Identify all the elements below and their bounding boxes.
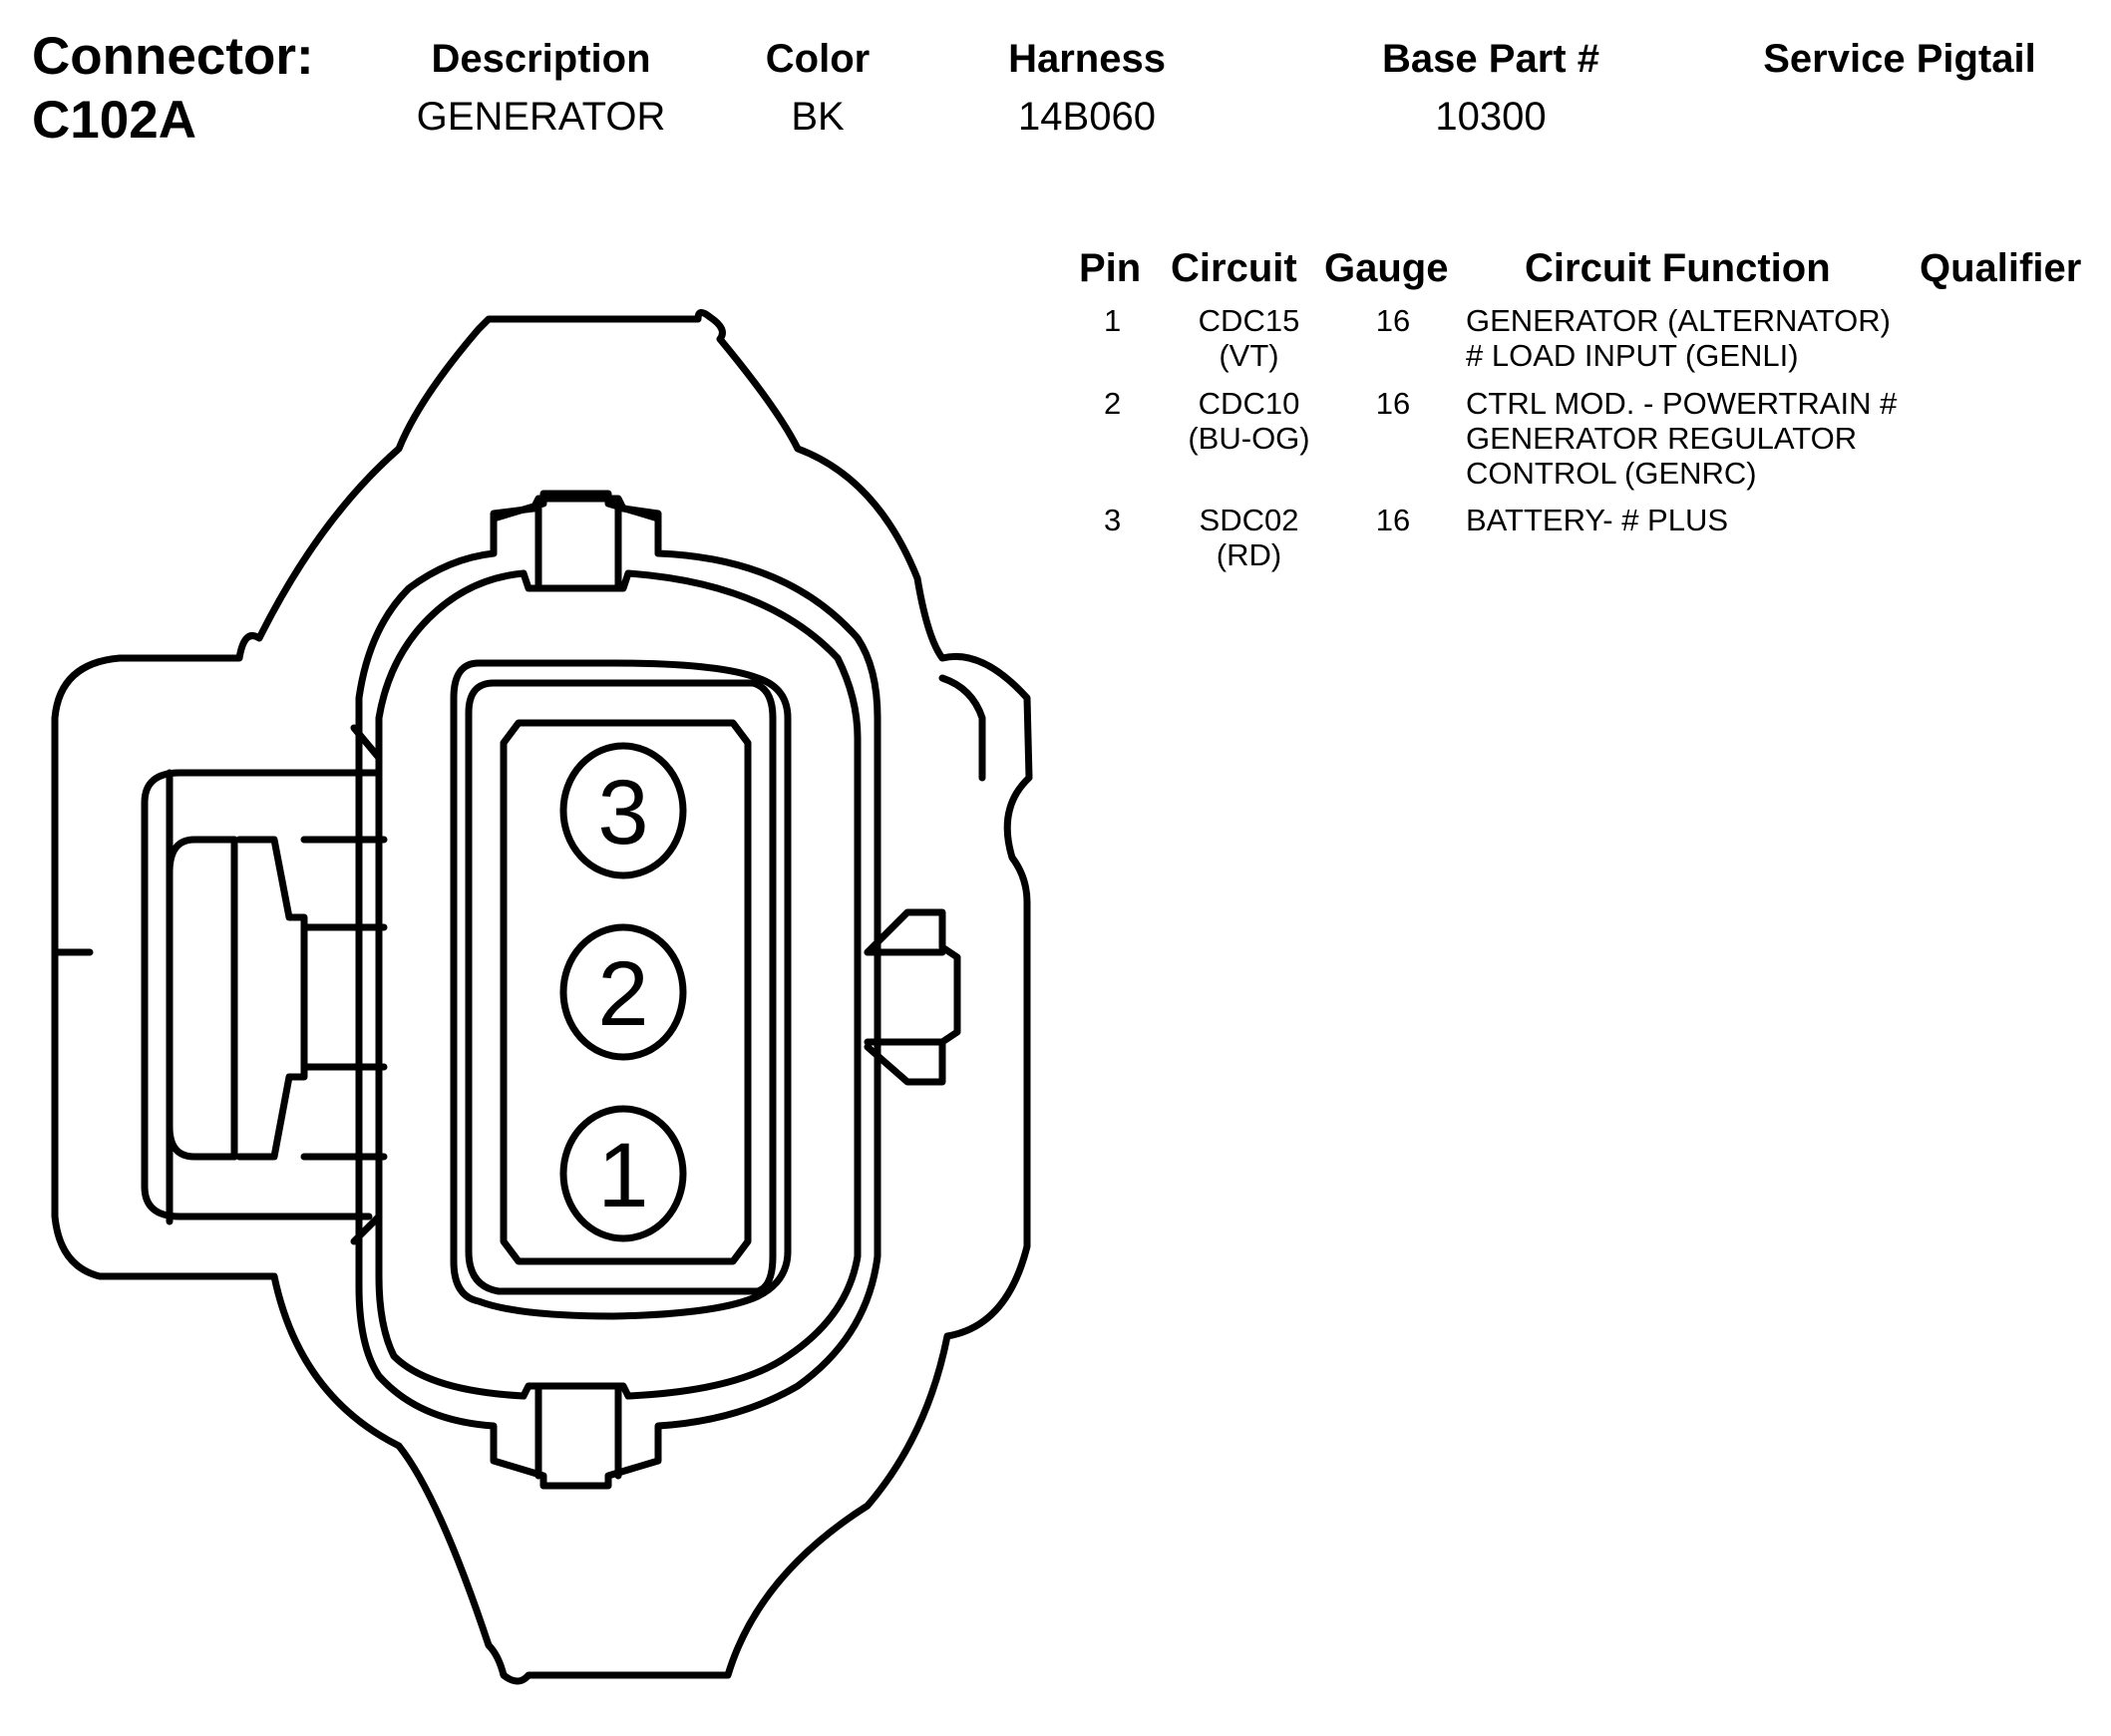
housing-outline [51,309,1033,1685]
gauge-value: 16 [1375,303,1411,338]
circuit-id: SDC02 [1199,503,1299,537]
service-pigtail-heading: Service Pigtail [1763,37,2036,81]
pin-number: 1 [1104,303,1122,338]
right-tab [864,908,961,1086]
service-pigtail-value [1735,94,2064,140]
color-column: Color BK [738,36,897,140]
description-column: Description GENERATOR [399,36,683,140]
circuit-heading: Circuit [1171,246,1297,290]
latch-frame [141,769,383,1220]
pin-number: 3 [1104,503,1122,537]
color-heading: Color [765,37,871,81]
connector-label: Connector: [32,27,314,86]
qualifier-heading: Qualifier [1920,246,2082,290]
wire-color: (RD) [1216,537,1282,572]
cavity-frame-outer [450,659,792,1320]
shroud-inner [375,569,862,1400]
pin-heading: Pin [1079,246,1142,290]
cavity-1-circle [559,1105,687,1242]
connector-face-diagram: 3 2 1 [0,289,1047,1715]
latch-taper [235,836,308,1161]
circuit-cell: CDC10 (BU-OG) [1157,386,1341,456]
top-tab [490,495,662,557]
gauge-heading: Gauge [1324,246,1449,290]
base-part-heading: Base Part # [1382,37,1599,81]
cavity-frame-inner [500,719,752,1265]
latch-body [166,836,238,1161]
bottom-tab-inner [534,1382,622,1480]
circuit-function: GENERATOR (ALTERNATOR) # LOAD INPUT (GEN… [1466,303,1964,373]
base-part-column: Base Part # 10300 [1356,36,1625,140]
cavity-2-circle [559,923,687,1061]
service-pigtail-column: Service Pigtail [1735,36,2064,140]
housing-right-bump [938,674,986,782]
circuit-function-heading: Circuit Function [1525,246,1831,290]
connector-drawing: 3 2 1 [51,309,1033,1685]
circuit-function: CTRL MOD. - POWERTRAIN # GENERATOR REGUL… [1466,386,1964,491]
circuit-id: CDC10 [1198,386,1300,421]
connector-header: Connector: C102A Description GENERATOR C… [0,24,2111,154]
circuit-cell: CDC15 (VT) [1157,303,1341,373]
circuit-id: CDC15 [1198,303,1300,338]
cavity-2-label: 2 [597,943,648,1045]
gauge-value: 16 [1375,386,1411,421]
function-line: CONTROL (GENRC) [1466,456,1757,491]
base-part-value: 10300 [1435,95,1547,139]
cavity-3-circle [559,742,687,879]
harness-value: 14B060 [1018,95,1156,139]
circuit-function: BATTERY- # PLUS [1466,503,1964,537]
connector-id: C102A [32,91,196,150]
gauge-value: 16 [1375,503,1411,537]
top-tab-inner [534,505,622,592]
description-heading: Description [431,37,651,81]
wire-color: (BU-OG) [1188,421,1310,456]
pin-number: 2 [1104,386,1122,421]
harness-column: Harness 14B060 [987,36,1187,140]
harness-heading: Harness [1008,37,1166,81]
function-line: BATTERY- # PLUS [1466,503,1729,537]
function-line: GENERATOR (ALTERNATOR) [1466,303,1892,338]
wire-color: (VT) [1219,338,1279,373]
circuit-cell: SDC02 (RD) [1157,503,1341,572]
description-value: GENERATOR [416,95,666,139]
shroud-outer [355,490,881,1490]
function-line: # LOAD INPUT (GENLI) [1466,338,1799,373]
cavity-3-label: 3 [597,762,648,864]
function-line: GENERATOR REGULATOR [1466,421,1858,456]
cavity-1-label: 1 [597,1125,648,1226]
cavity-frame-mid [465,679,777,1295]
color-value: BK [791,95,845,139]
function-line: CTRL MOD. - POWERTRAIN # [1466,386,1898,421]
right-tab-line [864,948,946,1046]
